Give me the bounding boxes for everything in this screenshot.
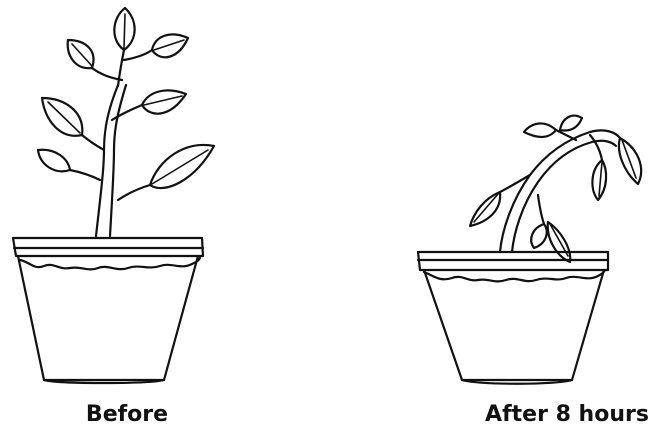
leaf-after-upper — [524, 123, 556, 137]
plant-before — [38, 8, 214, 236]
caption-before: Before — [86, 402, 168, 427]
pot-after — [418, 252, 608, 384]
leaf-after-hanging — [548, 222, 570, 262]
leaf-after-top — [560, 116, 582, 131]
soil-line-after — [424, 270, 605, 281]
pot-before — [13, 238, 203, 383]
leaf-before-mid-right — [142, 90, 186, 113]
leaf-after-lower — [531, 224, 547, 248]
stem-before — [70, 50, 152, 236]
caption-after: After 8 hours — [485, 402, 649, 427]
soil-line-before — [20, 258, 200, 269]
plant-after — [470, 116, 641, 262]
pot-body-before — [18, 256, 198, 380]
pot-body-after — [424, 270, 604, 380]
leaf-before-upper-right — [152, 34, 188, 57]
leaf-before-low-left — [38, 150, 70, 172]
